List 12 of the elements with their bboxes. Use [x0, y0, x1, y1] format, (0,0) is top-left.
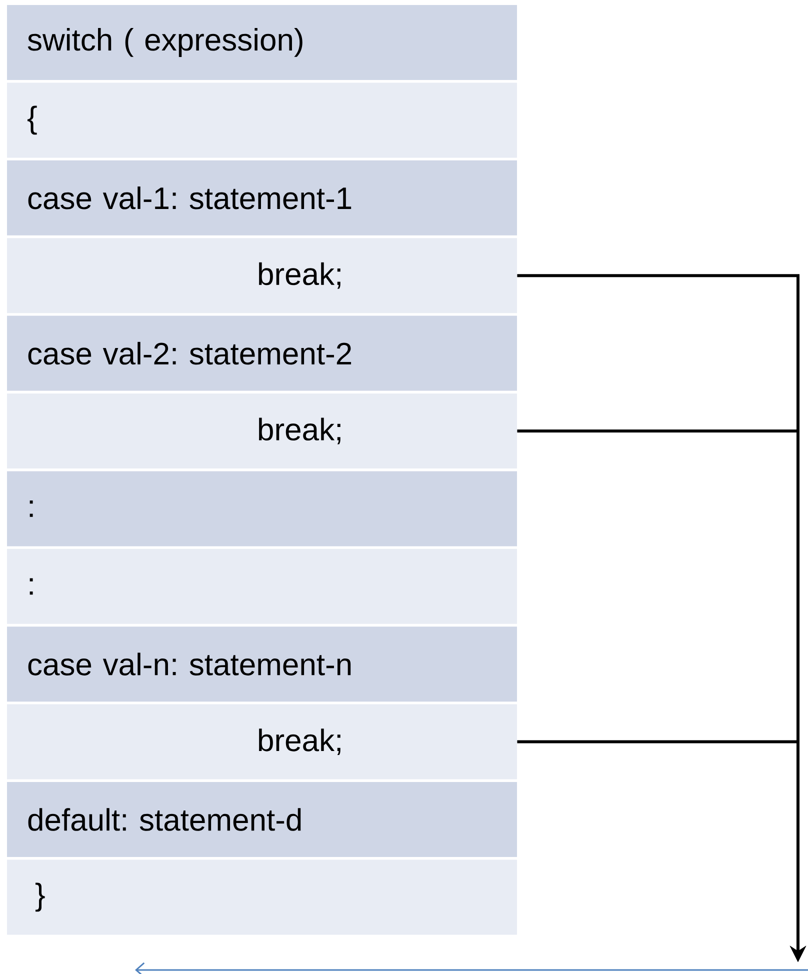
table-row: case val-2: statement-2: [7, 316, 517, 391]
table-row: break;: [7, 238, 517, 314]
table-row: {: [7, 82, 517, 158]
table-row: break;: [7, 704, 517, 780]
table-row: switch ( expression): [7, 5, 517, 80]
table-row: case val-n: statement-n: [7, 626, 517, 702]
table-row: :: [7, 548, 517, 624]
table-row: break;: [7, 394, 517, 468]
table-row: default: statement-d: [7, 782, 517, 857]
table-row: case val-1: statement-1: [7, 160, 517, 236]
table-row: :: [7, 471, 517, 546]
table-row: }: [7, 860, 517, 935]
